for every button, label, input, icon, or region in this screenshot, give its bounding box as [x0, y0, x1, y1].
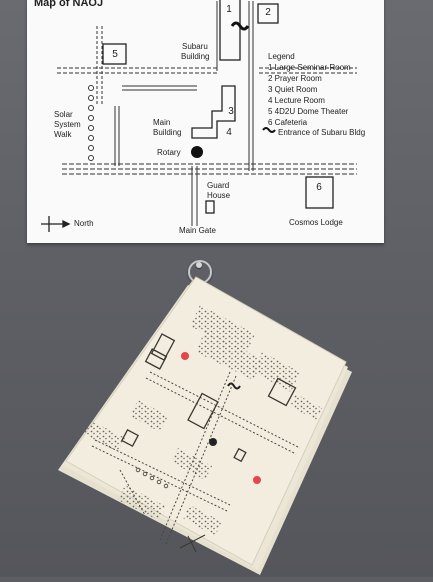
cosmos-lodge-label: Cosmos Lodge [289, 218, 343, 227]
building-number-4: 4 [226, 127, 232, 138]
map-title: Map of NAOJ [34, 0, 104, 9]
legend-item: 6 Cafeteria [268, 118, 308, 127]
solar-label-line2: System [54, 120, 81, 129]
legend-item: 5 4D2U Dome Theater [268, 107, 349, 116]
solar-label-line3: Walk [54, 130, 72, 139]
legend-item: 1 Large Seminar Room [268, 63, 351, 72]
north-label: North [74, 219, 94, 228]
main-building-label-line2: Building [153, 128, 182, 137]
main-gate-label: Main Gate [179, 226, 216, 235]
building-number-2: 2 [265, 7, 271, 18]
building-number-3: 3 [228, 106, 234, 117]
building-number-1: 1 [226, 4, 232, 15]
subaru-label-line2: Building [181, 52, 210, 61]
building-number-5: 5 [112, 49, 118, 60]
map-roads-drawing [41, 0, 357, 232]
main-building-label-line1: Main [153, 118, 171, 127]
guard-house-label-line2: House [207, 191, 231, 200]
subaru-label-line1: Subaru [182, 42, 208, 51]
guard-house-label-line1: Guard [207, 181, 230, 190]
rotary-label: Rotary [157, 148, 181, 157]
legend-item: 2 Prayer Room [268, 74, 322, 83]
naoj-map-poster: Map of NAOJ 1 2 3 4 5 6 Subaru Building … [27, 0, 384, 243]
solar-label-line1: Solar [54, 110, 73, 119]
building-number-6: 6 [316, 182, 322, 193]
legend-heading: Legend [268, 52, 295, 61]
legend-item: 4 Lecture Room [268, 96, 325, 105]
legend-item: 3 Quiet Room [268, 85, 318, 94]
wall-pin [196, 262, 202, 268]
red-tactile-dot [181, 352, 189, 360]
legend-item: Entrance of Subaru Bldg [278, 128, 366, 137]
red-tactile-dot [253, 476, 261, 484]
